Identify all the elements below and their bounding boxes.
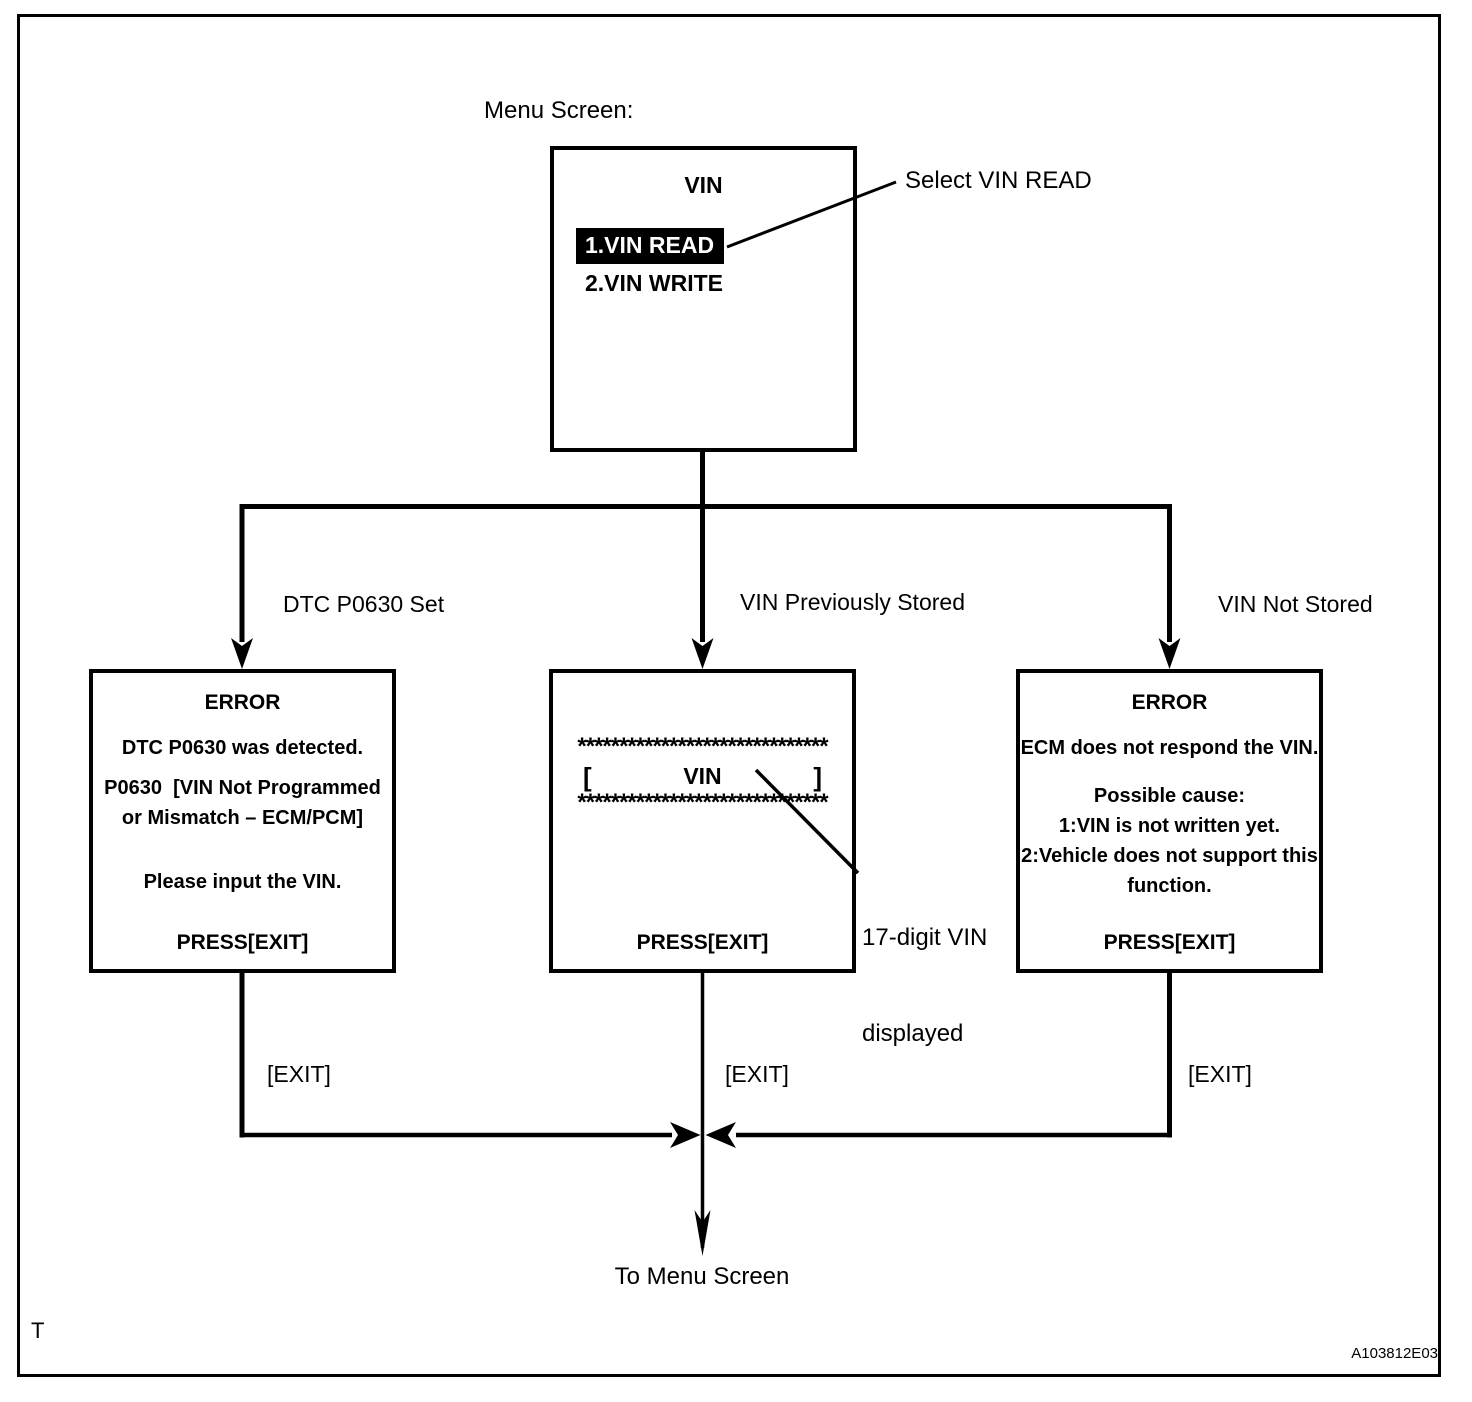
figure-letter: T	[31, 1318, 45, 1343]
vin-digits-annotation: 17-digit VIN displayed	[862, 858, 987, 1114]
menu-screen-label: Menu Screen:	[484, 97, 634, 124]
figure-border	[17, 14, 1441, 1377]
exit-label-left: [EXIT]	[267, 1061, 331, 1087]
error-ecm-line-3: 1:VIN is not written yet.	[1058, 815, 1281, 837]
branch-label-vin-previously-stored: VIN Previously Stored	[740, 589, 965, 615]
error-dtc-box: ERROR DTC P0630 was detected. P0630 [VIN…	[89, 669, 396, 973]
exit-label-right: [EXIT]	[1188, 1061, 1252, 1087]
menu-screen-box: VIN 1.VIN READ 2.VIN WRITE	[550, 146, 857, 452]
error-ecm-line-4: 2:Vehicle does not support this	[1021, 845, 1318, 867]
error-dtc-line-2: P0630 [VIN Not Programmed	[104, 777, 381, 799]
error-dtc-line-3: or Mismatch – ECM/PCM]	[121, 807, 364, 829]
vin-bracket-close: ]	[813, 761, 822, 792]
vin-stars-top: ******************************	[577, 733, 828, 760]
error-ecm-line-5: function.	[1127, 875, 1212, 897]
vin-word: VIN	[683, 763, 722, 789]
error-dtc-press-exit: PRESS[EXIT]	[176, 931, 309, 954]
error-ecm-box: ERROR ECM does not respond the VIN. Poss…	[1016, 669, 1323, 973]
vin-value-row: [ VIN ]	[583, 763, 822, 790]
vin-stars-bottom: ******************************	[577, 789, 828, 816]
menu-item-vin-write: 2.VIN WRITE	[585, 270, 724, 296]
error-dtc-title: ERROR	[204, 691, 281, 714]
error-ecm-line-2: Possible cause:	[1093, 785, 1246, 807]
error-ecm-line-1: ECM does not respond the VIN.	[1020, 737, 1319, 759]
menu-item-vin-read: 1.VIN READ	[576, 228, 725, 264]
error-ecm-press-exit: PRESS[EXIT]	[1103, 931, 1236, 954]
error-dtc-line-4: Please input the VIN.	[143, 871, 342, 893]
vin-digits-annotation-line1: 17-digit VIN	[862, 924, 988, 951]
branch-label-vin-not-stored: VIN Not Stored	[1218, 591, 1373, 617]
vin-digits-annotation-line2: displayed	[862, 1020, 964, 1047]
exit-label-middle: [EXIT]	[725, 1061, 789, 1087]
branch-label-dtc-p0630-set: DTC P0630 Set	[283, 591, 445, 617]
select-vin-read-annotation: Select VIN READ	[905, 167, 1092, 194]
vin-bracket-open: [	[583, 761, 592, 792]
figure-code: A103812E03	[1351, 1345, 1438, 1362]
vin-display-press-exit: PRESS[EXIT]	[636, 931, 769, 954]
vin-display-box: ****************************** [ VIN ] *…	[549, 669, 856, 973]
menu-title: VIN	[684, 172, 723, 198]
error-ecm-title: ERROR	[1131, 691, 1208, 714]
to-menu-screen-label: To Menu Screen	[614, 1263, 790, 1290]
error-dtc-line-1: DTC P0630 was detected.	[121, 737, 364, 759]
